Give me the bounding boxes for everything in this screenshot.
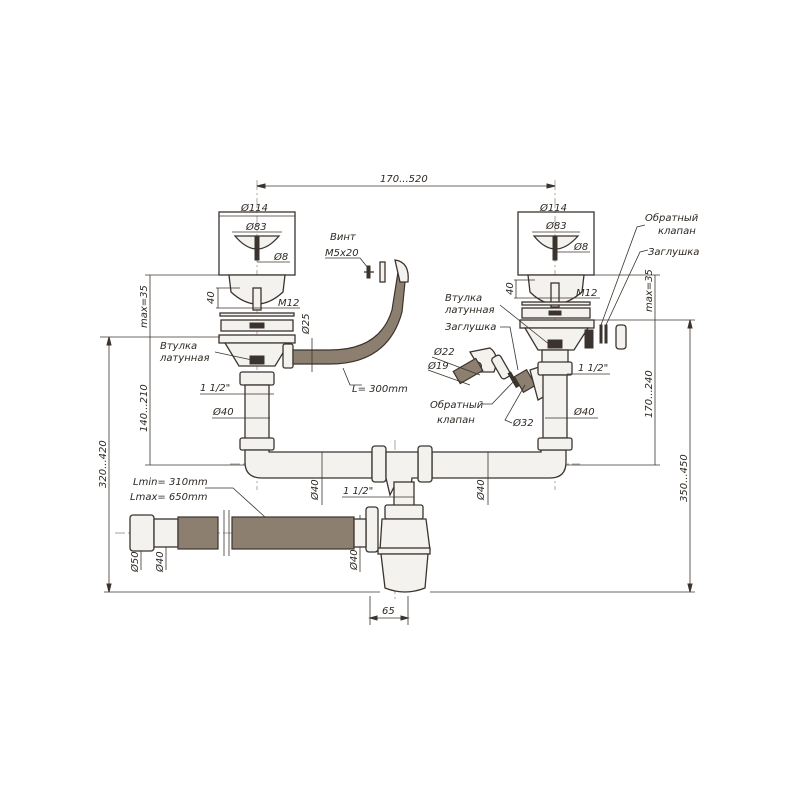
pipe-d40-right-label: Ø40 bbox=[475, 479, 487, 501]
right-d114-label: Ø114 bbox=[539, 202, 567, 214]
overflow-hose: Винт M5x20 Ø25 L= 300mm bbox=[292, 232, 409, 395]
spacing-dimension: 170...520 bbox=[256, 174, 556, 189]
left-dimensions: max=35 140...210 320...420 bbox=[98, 274, 380, 593]
trap-d40-label: Ø40 bbox=[348, 549, 360, 571]
left-40-label: 40 bbox=[206, 291, 217, 304]
right-1-1-2-label: 1 1/2" bbox=[578, 363, 608, 374]
left-d40-label: Ø40 bbox=[212, 406, 234, 418]
drain-hose: Ø50 Ø40 Lmin= 310mm Lmax= 650mm bbox=[129, 477, 367, 573]
horizontal-pipe: Ø40 Ø40 bbox=[244, 445, 567, 505]
left-d25-label: Ø25 bbox=[300, 313, 312, 335]
left-pipe: 1 1/2" Ø40 bbox=[200, 371, 275, 451]
right-bushing-label-1: Втулка bbox=[445, 293, 482, 304]
hose-d40-label: Ø40 bbox=[154, 551, 166, 573]
check-valve-label-2: клапан bbox=[437, 415, 475, 426]
left-d83-label: Ø83 bbox=[245, 221, 267, 233]
bottle-trap: 1 1/2" Ø40 65 bbox=[342, 481, 431, 625]
left-max35-label: max=35 bbox=[139, 285, 150, 328]
right-bushing-label-2: латунная bbox=[444, 305, 494, 316]
right-d83-label: Ø83 bbox=[545, 220, 567, 232]
hose-lmin-label: Lmin= 310mm bbox=[133, 477, 208, 488]
left-1-1-2-label: 1 1/2" bbox=[200, 383, 230, 394]
right-strainer: Ø114 Ø83 Ø8 40 M12 bbox=[505, 202, 627, 351]
right-40-label: 40 bbox=[505, 282, 516, 295]
left-d114-label: Ø114 bbox=[240, 202, 268, 214]
d22-label: Ø22 bbox=[433, 346, 455, 358]
left-140-210-label: 140...210 bbox=[139, 384, 150, 432]
left-d8-label: Ø8 bbox=[273, 251, 288, 263]
right-max35-label: max=35 bbox=[644, 269, 655, 312]
right-pipe: 1 1/2" Ø40 bbox=[537, 349, 610, 451]
left-bushing-label-2: латунная bbox=[159, 353, 209, 364]
right-m12-label: M12 bbox=[576, 288, 597, 299]
right-plug-label: Заглушка bbox=[445, 322, 496, 333]
trap-1-1-2-label: 1 1/2" bbox=[343, 486, 373, 497]
right-d8-label: Ø8 bbox=[573, 241, 588, 253]
pipe-d40-left-label: Ø40 bbox=[309, 479, 321, 501]
left-bushing-label-1: Втулка bbox=[160, 341, 197, 352]
screw-label-line2: M5x20 bbox=[325, 248, 359, 259]
d19-label: Ø19 bbox=[427, 360, 449, 372]
spacing-label: 170...520 bbox=[380, 174, 428, 185]
hose-d50-label: Ø50 bbox=[129, 551, 141, 573]
screw-label-line1: Винт bbox=[330, 232, 357, 243]
check-valve-label-1: Обратный bbox=[430, 399, 484, 411]
left-m12-label: M12 bbox=[278, 298, 299, 309]
side-check-valve-label-2: клапан bbox=[658, 226, 696, 237]
d32-label: Ø32 bbox=[512, 417, 534, 429]
right-dimensions: max=35 170...240 350...450 bbox=[430, 269, 695, 593]
hose-lmax-label: Lmax= 650mm bbox=[130, 492, 208, 503]
left-strainer: Ø114 Ø83 Ø8 40 M12 bbox=[206, 202, 300, 369]
side-check-valve-label-1: Обратный bbox=[645, 212, 699, 224]
total-350-450-label: 350...450 bbox=[679, 454, 690, 502]
overflow-length-label: L= 300mm bbox=[352, 384, 408, 395]
offset-65-label: 65 bbox=[382, 606, 395, 617]
side-inlet: Ø22 Ø19 Обратный клапан Ø32 bbox=[427, 346, 546, 429]
right-170-240-label: 170...240 bbox=[644, 370, 655, 418]
right-d40-label: Ø40 bbox=[573, 406, 595, 418]
side-plug-label: Заглушка bbox=[648, 247, 699, 258]
total-320-420-label: 320...420 bbox=[98, 440, 109, 488]
